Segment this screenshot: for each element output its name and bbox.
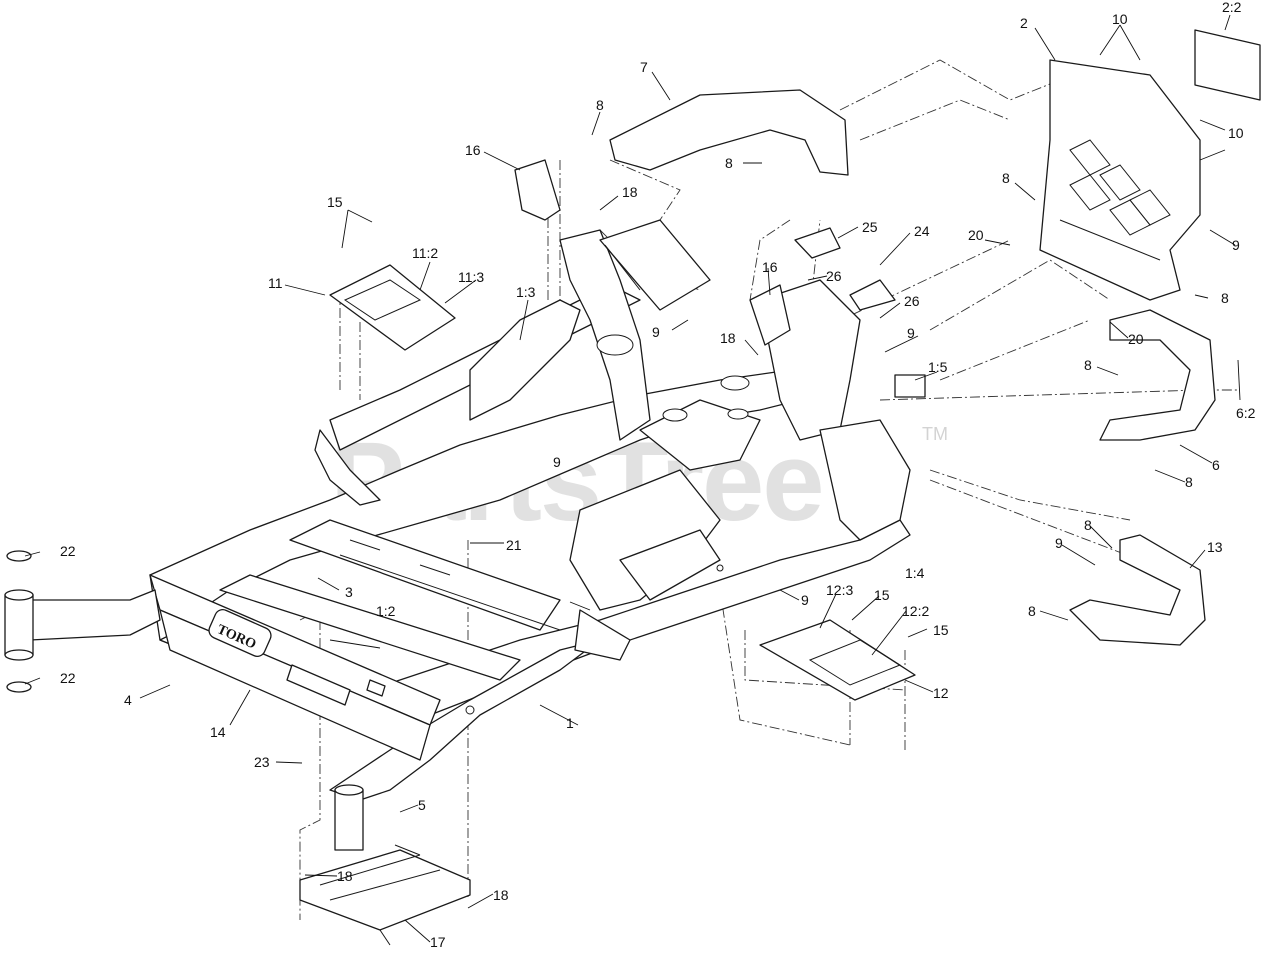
callout-9-e: 9 [1055,535,1063,551]
callout-17: 17 [430,934,446,950]
bracket-16-left [514,159,561,221]
callout-9-d: 9 [553,454,561,470]
callout-12-3: 12:3 [826,582,853,598]
callout-22-bottom: 22 [60,670,76,686]
callout-1-4: 1:4 [905,565,925,581]
callout-6: 6 [1212,457,1220,473]
watermark-tm: TM [922,424,948,444]
callout-23: 23 [254,754,270,770]
callout-8-e: 8 [1084,357,1092,373]
callout-8-f: 8 [1185,474,1193,490]
callout-20-b: 20 [1128,331,1144,347]
callout-20-a: 20 [968,227,984,243]
callout-15-mid: 15 [874,587,890,603]
callout-8-d: 8 [1221,290,1229,306]
callout-10-top: 10 [1112,11,1128,27]
callout-1-3: 1:3 [516,284,536,300]
callout-8-h: 8 [1028,603,1036,619]
bracket-24 [849,279,896,311]
callout-8-g: 8 [1084,517,1092,533]
callout-11: 11 [268,275,283,291]
callout-4: 4 [124,692,132,708]
callout-2-2: 2:2 [1222,0,1242,15]
callout-18-c: 18 [337,868,353,884]
callout-1-5: 1:5 [928,359,948,375]
callout-15-left: 15 [327,194,343,210]
rear-bumper [1099,309,1216,441]
callout-24: 24 [914,223,930,239]
callout-1: 1 [566,715,574,731]
callout-9-c: 9 [1232,237,1240,253]
callout-8-b: 8 [725,155,733,171]
battery-tray [599,219,711,311]
callout-18-b: 18 [720,330,736,346]
callout-25: 25 [862,219,878,235]
plate-1-5 [894,374,926,398]
callout-11-2: 11:2 [412,245,438,261]
front-crossmember: TORO [149,574,441,761]
callout-3: 3 [345,584,353,600]
callout-18-a: 18 [622,184,638,200]
callout-14: 14 [210,724,226,740]
callout-8-c: 8 [1002,170,1010,186]
callout-11-3: 11:3 [458,269,484,285]
callout-16-left: 16 [465,142,481,158]
callout-labels: 2:2 2 10 10 7 8 8 16 15 11:2 11:3 11 18 … [60,0,1256,950]
caster-assembly [4,550,364,851]
callout-2: 2 [1020,15,1028,31]
bottom-bracket [299,844,471,946]
rear-guard [1069,534,1206,646]
callout-16-right: 16 [762,259,778,275]
callout-26-b: 26 [904,293,920,309]
heat-shield [1039,29,1261,301]
callout-5: 5 [418,797,426,813]
callout-10-right: 10 [1228,125,1244,141]
callout-12-2: 12:2 [902,603,929,619]
callout-8-a: 8 [596,97,604,113]
callout-1-2: 1:2 [376,603,396,619]
callout-26-a: 26 [826,268,842,284]
callout-21: 21 [506,537,522,553]
callout-7: 7 [640,59,648,75]
callout-6-2: 6:2 [1236,405,1256,421]
callout-9-b: 9 [907,325,915,341]
callout-9-f: 9 [801,592,809,608]
callout-13: 13 [1207,539,1223,555]
callout-15-right: 15 [933,622,949,638]
callout-22-top: 22 [60,543,76,559]
plate-11 [329,264,456,351]
callout-12: 12 [933,685,949,701]
callout-18-d: 18 [493,887,509,903]
bracket-25 [794,227,841,259]
leader-lines [24,14,1241,943]
plate-12 [759,619,916,701]
callout-9-a: 9 [652,324,660,340]
upper-shield [609,89,849,176]
